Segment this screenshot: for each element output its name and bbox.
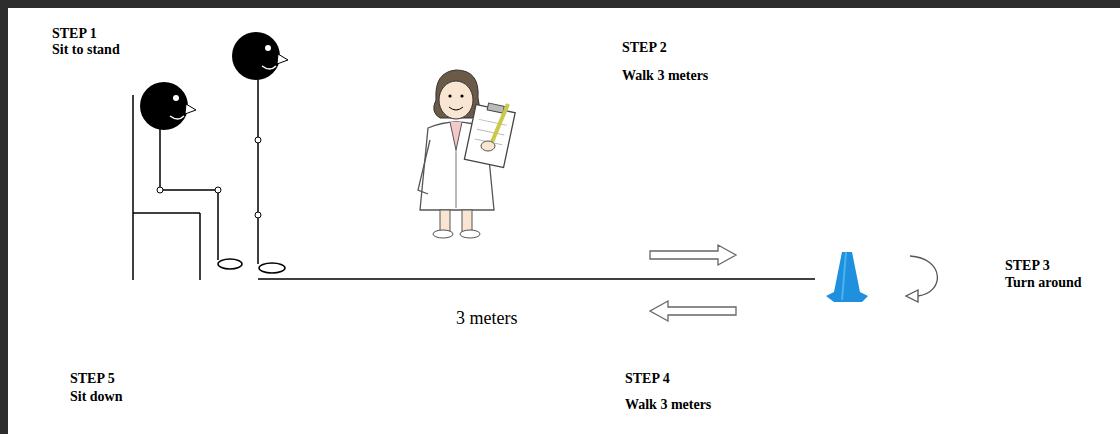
background <box>8 8 1120 434</box>
distance-label: 3 meters <box>456 308 517 329</box>
walk-line <box>258 278 815 280</box>
step-name: Sit to stand <box>52 42 120 58</box>
step-number: STEP 2 <box>622 40 667 56</box>
standing-figure <box>232 32 288 273</box>
step-name: Sit down <box>70 389 123 405</box>
step-name: Turn around <box>1005 275 1082 291</box>
step-number: STEP 5 <box>70 371 115 387</box>
turn-arrow <box>906 256 937 302</box>
step-number: STEP 1 <box>52 26 97 42</box>
cone <box>826 252 868 302</box>
step-number: STEP 3 <box>1005 258 1050 274</box>
step-number: STEP 4 <box>625 371 670 387</box>
step-name: Walk 3 meters <box>622 68 708 84</box>
direction-arrow <box>650 245 736 321</box>
clinician-figure <box>418 70 516 238</box>
step-name: Walk 3 meters <box>625 397 711 413</box>
seated-figure <box>140 82 242 269</box>
